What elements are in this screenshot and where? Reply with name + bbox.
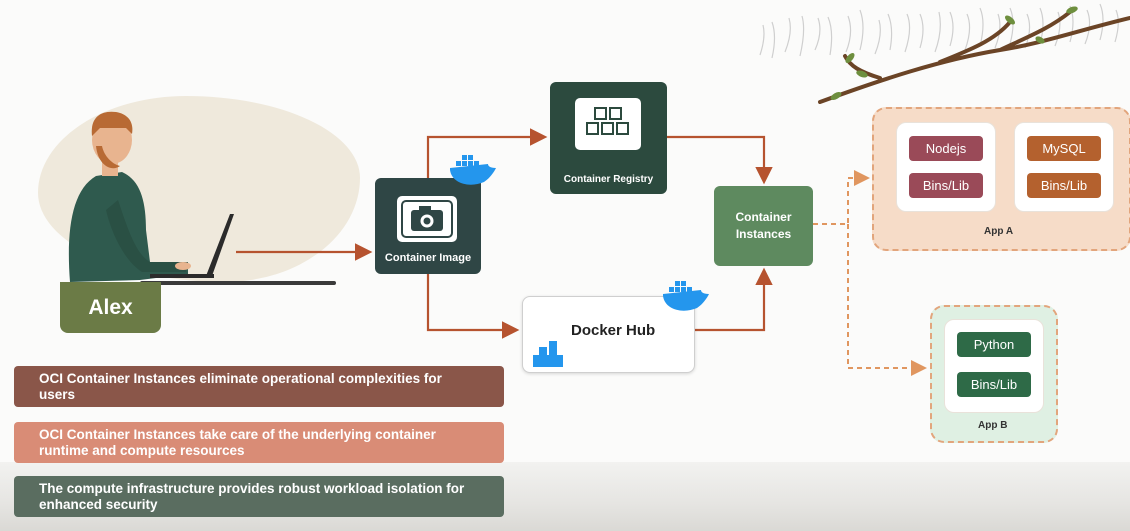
app-a-right-bins-chip: Bins/Lib [1027, 173, 1101, 198]
app-a-left-bins-chip: Bins/Lib [909, 173, 983, 198]
python-chip: Python [957, 332, 1031, 357]
tree-leaves [830, 6, 1078, 100]
person-name-tag: Alex [60, 282, 161, 333]
info-banner-1-text: OCI Container Instances eliminate operat… [39, 370, 442, 402]
container-instances-label: Container Instances [735, 210, 792, 241]
container-registry-node: Container Registry [550, 82, 667, 194]
container-instances-node: Container Instances [714, 186, 813, 266]
nodejs-chip: Nodejs [909, 136, 983, 161]
app-b-stack: Python Bins/Lib [944, 319, 1044, 413]
camera-icon [401, 200, 453, 238]
app-b-group: Python Bins/Lib App B [930, 305, 1058, 443]
registry-grid-icon [586, 107, 629, 135]
arrow-image-to-registry [426, 128, 548, 178]
camera-icon-frame [397, 196, 457, 242]
arrow-registry-to-instances [667, 135, 773, 185]
container-registry-label: Container Registry [563, 174, 654, 185]
arrow-dockerhub-to-instances [693, 267, 773, 332]
docker-hub-blocks-icon [533, 341, 563, 367]
info-banner-2: OCI Container Instances take care of the… [14, 422, 504, 463]
docker-hub-label: Docker Hub [571, 322, 656, 339]
tree-branch [818, 10, 1130, 104]
container-image-node: Container Image [375, 178, 481, 274]
dashed-arrow-to-app-b [847, 224, 927, 376]
container-image-label: Container Image [384, 252, 472, 264]
docker-hub-node: Docker Hub [522, 296, 695, 373]
registry-icon-frame [575, 98, 641, 150]
dashed-arrow-to-app-a [813, 170, 870, 225]
info-banner-1: OCI Container Instances eliminate operat… [14, 366, 504, 407]
mysql-chip: MySQL [1027, 136, 1101, 161]
app-b-label: App B [978, 420, 1008, 431]
info-banner-3: The compute infrastructure provides robu… [14, 476, 504, 517]
app-a-group: Nodejs Bins/Lib MySQL Bins/Lib App A [872, 107, 1130, 251]
info-banner-2-text: OCI Container Instances take care of the… [39, 426, 436, 458]
app-a-left-stack: Nodejs Bins/Lib [896, 122, 996, 212]
info-banner-3-text: The compute infrastructure provides robu… [39, 480, 465, 512]
arrow-image-to-dockerhub [426, 274, 520, 339]
desk [140, 281, 336, 285]
app-b-bins-chip: Bins/Lib [957, 372, 1031, 397]
app-a-right-stack: MySQL Bins/Lib [1014, 122, 1114, 212]
app-a-label: App A [984, 226, 1014, 237]
